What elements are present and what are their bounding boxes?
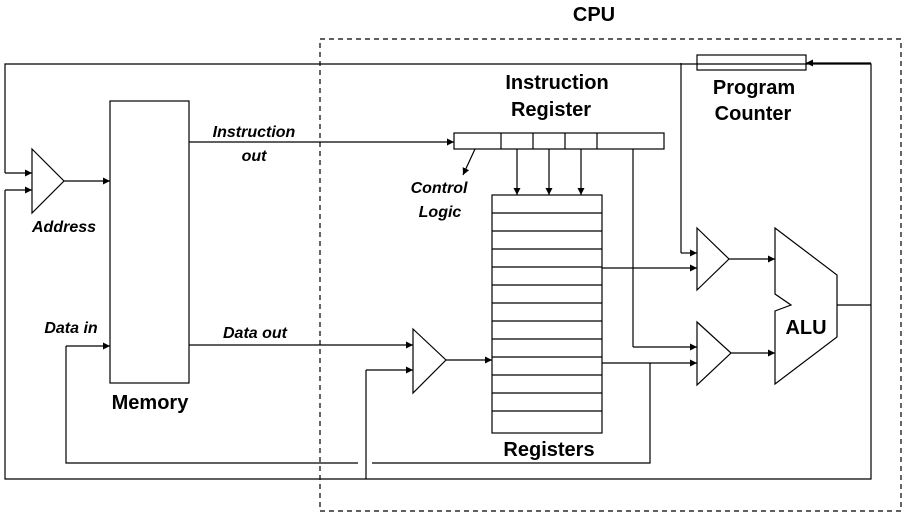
register-input-buffer bbox=[412, 327, 447, 395]
instruction-register bbox=[453, 132, 665, 150]
program-counter bbox=[696, 54, 807, 71]
instruction-out-label-1: Instruction bbox=[213, 124, 296, 141]
data-in-label: Data in bbox=[44, 320, 98, 337]
control-logic-label-2: Logic bbox=[419, 204, 462, 221]
registers-label: Registers bbox=[503, 439, 594, 461]
memory-block bbox=[109, 100, 190, 384]
address-buffer bbox=[31, 147, 65, 215]
data-out-label: Data out bbox=[223, 325, 288, 342]
alu-input-buffer-b bbox=[696, 320, 732, 387]
cpu-boundary bbox=[319, 38, 902, 512]
program-counter-label-1: Program bbox=[713, 77, 795, 99]
alu-label: ALU bbox=[785, 317, 826, 339]
instruction-register-label-1: Instruction bbox=[505, 72, 608, 94]
register-file bbox=[491, 194, 603, 434]
control-logic-label-1: Control bbox=[411, 180, 468, 197]
program-counter-label-2: Counter bbox=[715, 103, 792, 125]
alu-input-buffer-a bbox=[696, 226, 730, 292]
instruction-out-label-2: out bbox=[242, 148, 268, 165]
instruction-register-label-2: Register bbox=[511, 99, 591, 121]
alu-unit bbox=[774, 226, 838, 386]
memory-label: Memory bbox=[112, 392, 190, 414]
address-label: Address bbox=[31, 219, 96, 236]
cpu-label: CPU bbox=[573, 4, 615, 26]
